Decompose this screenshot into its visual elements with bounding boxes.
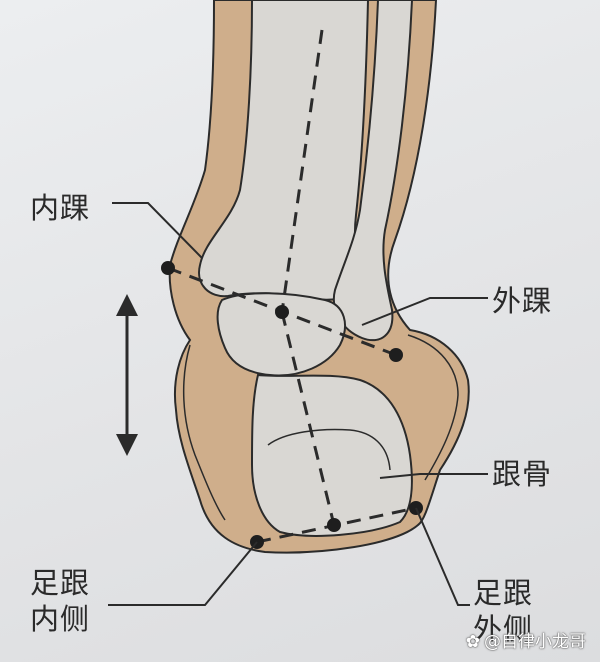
- talus-bone: [216, 292, 346, 377]
- watermark: ✿@自律小龙哥: [466, 627, 586, 652]
- lateral-malleolus-point: [389, 348, 403, 362]
- leader-lateral-malleolus: [361, 297, 488, 326]
- medial-malleolus-point: [161, 261, 175, 275]
- lateral-malleolus-label: 外踝: [492, 284, 553, 318]
- arrow-head-down: [116, 434, 138, 456]
- paw-icon: ✿: [465, 632, 480, 652]
- center-point: [275, 305, 289, 319]
- watermark-text: @自律小龙哥: [484, 632, 586, 652]
- leader-medial-malleolus: [112, 202, 203, 259]
- leader-lateral-heel: [415, 507, 470, 606]
- leader-calcaneus: [379, 473, 488, 479]
- calcaneus-label: 跟骨: [492, 457, 553, 491]
- leader-medial-heel: [108, 541, 258, 606]
- medial-malleolus-label: 内踝: [30, 191, 91, 225]
- soft-tissue-fold-right: [407, 334, 459, 481]
- heel-axis-line: [280, 311, 336, 526]
- fibula-bone: [332, 0, 414, 342]
- heel-center-point: [327, 518, 341, 532]
- lateral-heel-label: 足跟外侧: [473, 576, 534, 646]
- calcaneus-contour: [267, 428, 391, 471]
- soft-tissue-fold-left: [182, 344, 226, 521]
- leg-axis-line: [280, 29, 324, 313]
- medial-heel-label: 足跟内侧: [30, 566, 91, 636]
- arrow-head-up: [116, 294, 138, 316]
- calcaneus-bone: [250, 373, 413, 537]
